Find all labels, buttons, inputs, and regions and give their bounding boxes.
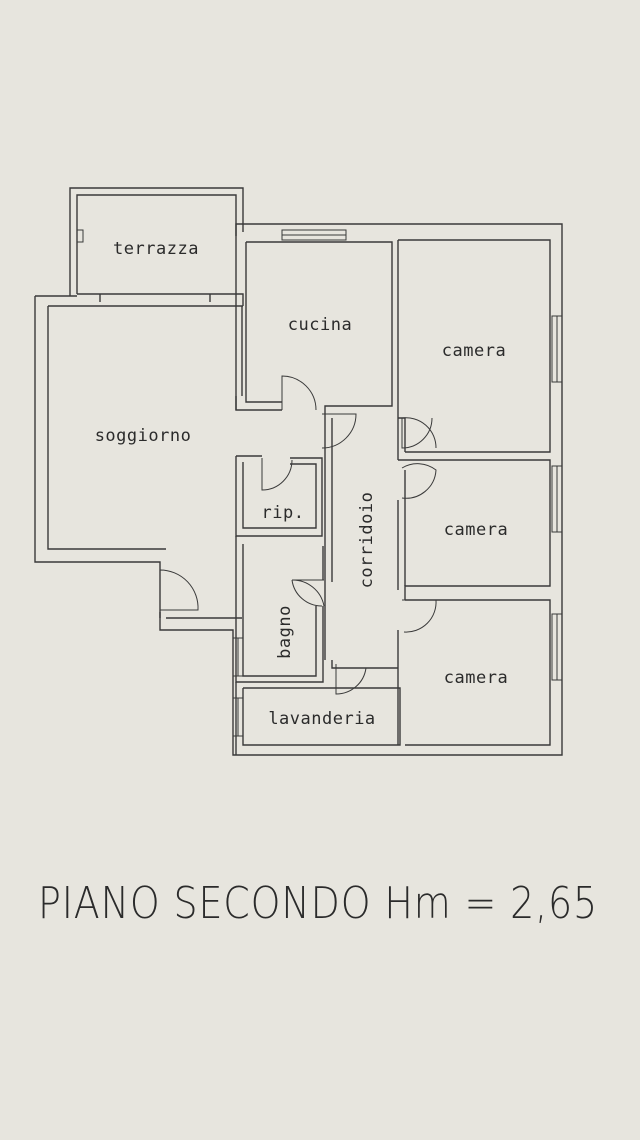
room-label-camera-1: camera	[442, 341, 506, 361]
room-label-camera-3: camera	[444, 668, 508, 688]
windows	[76, 229, 563, 737]
room-label-lavanderia: lavanderia	[268, 709, 375, 729]
room-label-cucina: cucina	[288, 315, 352, 335]
room-label-corridoio: corridoio	[357, 492, 377, 589]
plan-title: PIANO SECONDO Hm = 2,65	[38, 878, 598, 929]
room-label-soggiorno: soggiorno	[95, 426, 192, 446]
room-label-rip: rip.	[262, 503, 305, 523]
room-label-terrazza: terrazza	[113, 239, 199, 259]
door-swings	[159, 375, 437, 695]
interior-walls	[77, 236, 551, 755]
room-label-camera-2: camera	[444, 520, 508, 540]
room-label-bagno: bagno	[275, 605, 295, 659]
outer-walls	[34, 187, 563, 756]
